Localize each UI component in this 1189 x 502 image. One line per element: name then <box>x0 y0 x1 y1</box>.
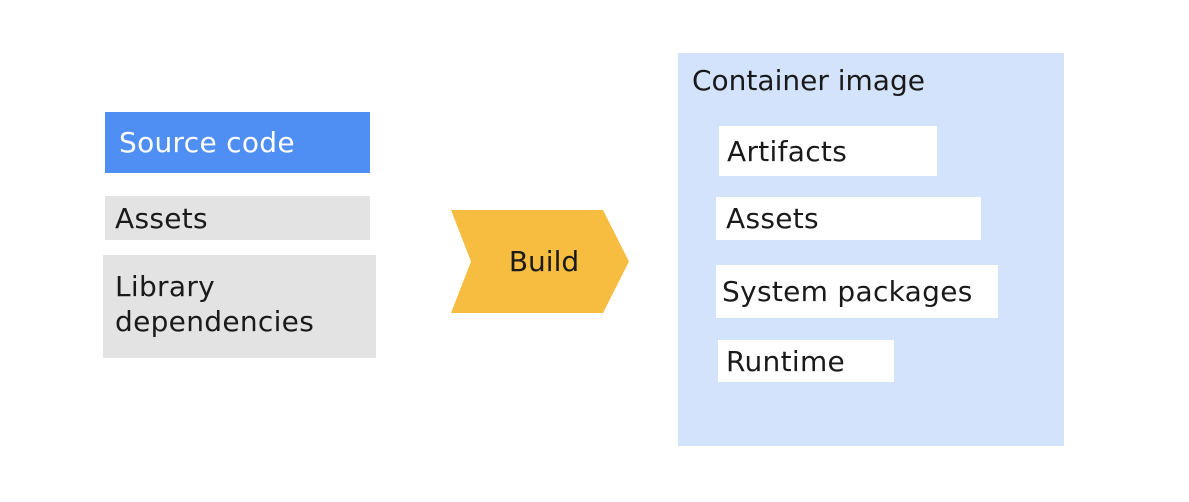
source-code-box: Source code <box>105 112 370 173</box>
artifacts-box: Artifacts <box>719 126 937 176</box>
runtime-box: Runtime <box>718 340 894 382</box>
container-image-title: Container image <box>692 64 925 97</box>
artifacts-label: Artifacts <box>727 134 848 168</box>
system-packages-label: System packages <box>722 275 973 308</box>
assets-output-box: Assets <box>716 197 981 240</box>
build-chevron <box>451 210 629 313</box>
assets-input-box: Assets <box>105 196 370 240</box>
runtime-label: Runtime <box>726 344 846 378</box>
build-step: Build <box>451 210 629 313</box>
library-dependencies-box: Library dependencies <box>103 255 376 358</box>
build-label: Build <box>508 245 580 278</box>
assets-output-label: Assets <box>726 202 819 235</box>
library-dependencies-label: Library dependencies <box>115 270 315 338</box>
system-packages-box: System packages <box>716 265 998 318</box>
build-arrow-shape <box>451 210 629 313</box>
container-image-box <box>678 53 1064 446</box>
source-code-label: Source code <box>119 126 295 159</box>
assets-input-label: Assets <box>115 201 208 235</box>
